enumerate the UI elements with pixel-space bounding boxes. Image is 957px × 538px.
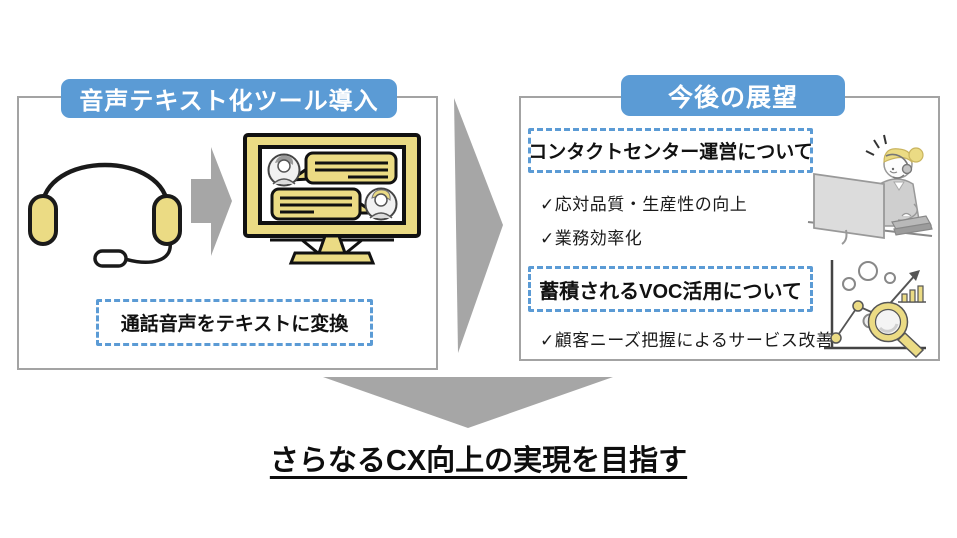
operator-at-desk-icon [807,134,933,245]
section2-title-box: 蓄積されるVOC活用について [528,266,813,312]
check-item: ✓業務効率化 [540,229,643,248]
section1-title-box: コンタクトセンター運営について [528,128,813,173]
left-panel-title-label: 音声テキスト化ツール導入 [79,88,379,115]
analytics-magnifier-icon [824,260,926,358]
right-panel-title-label: 今後の展望 [667,83,798,112]
voice-to-text-panel: 通話音声をテキストに変換 [17,96,438,370]
section1-check-list: ✓応対品質・生産性の向上 ✓業務効率化 [540,190,747,258]
check-item: ✓顧客ニーズ把握によるサービス改善 [540,331,834,350]
left-caption-label: 通話音声をテキストに変換 [120,314,349,335]
right-panel-title: 今後の展望 [621,75,845,116]
section1-title-label: コンタクトセンター運営について [528,142,813,163]
left-panel-title: 音声テキスト化ツール導入 [61,79,397,118]
section2-check-list: ✓顧客ニーズ把握によるサービス改善 [540,326,833,360]
footer-title: さらなるCX向上の実現を目指す [269,445,688,477]
right-triangle-arrow-icon [454,98,503,353]
left-caption-box: 通話音声をテキストに変換 [96,299,373,346]
headset-icon [28,162,182,268]
down-triangle-arrow-icon [323,377,613,428]
right-block-arrow-icon [191,147,232,256]
future-outlook-panel: コンタクトセンター運営について ✓応対品質・生産性の向上 ✓業務効率化 [519,96,940,361]
chat-transcript-monitor-icon [243,133,421,265]
section2-title-label: 蓄積されるVOC活用について [539,280,802,303]
check-item: ✓応対品質・生産性の向上 [540,195,748,214]
